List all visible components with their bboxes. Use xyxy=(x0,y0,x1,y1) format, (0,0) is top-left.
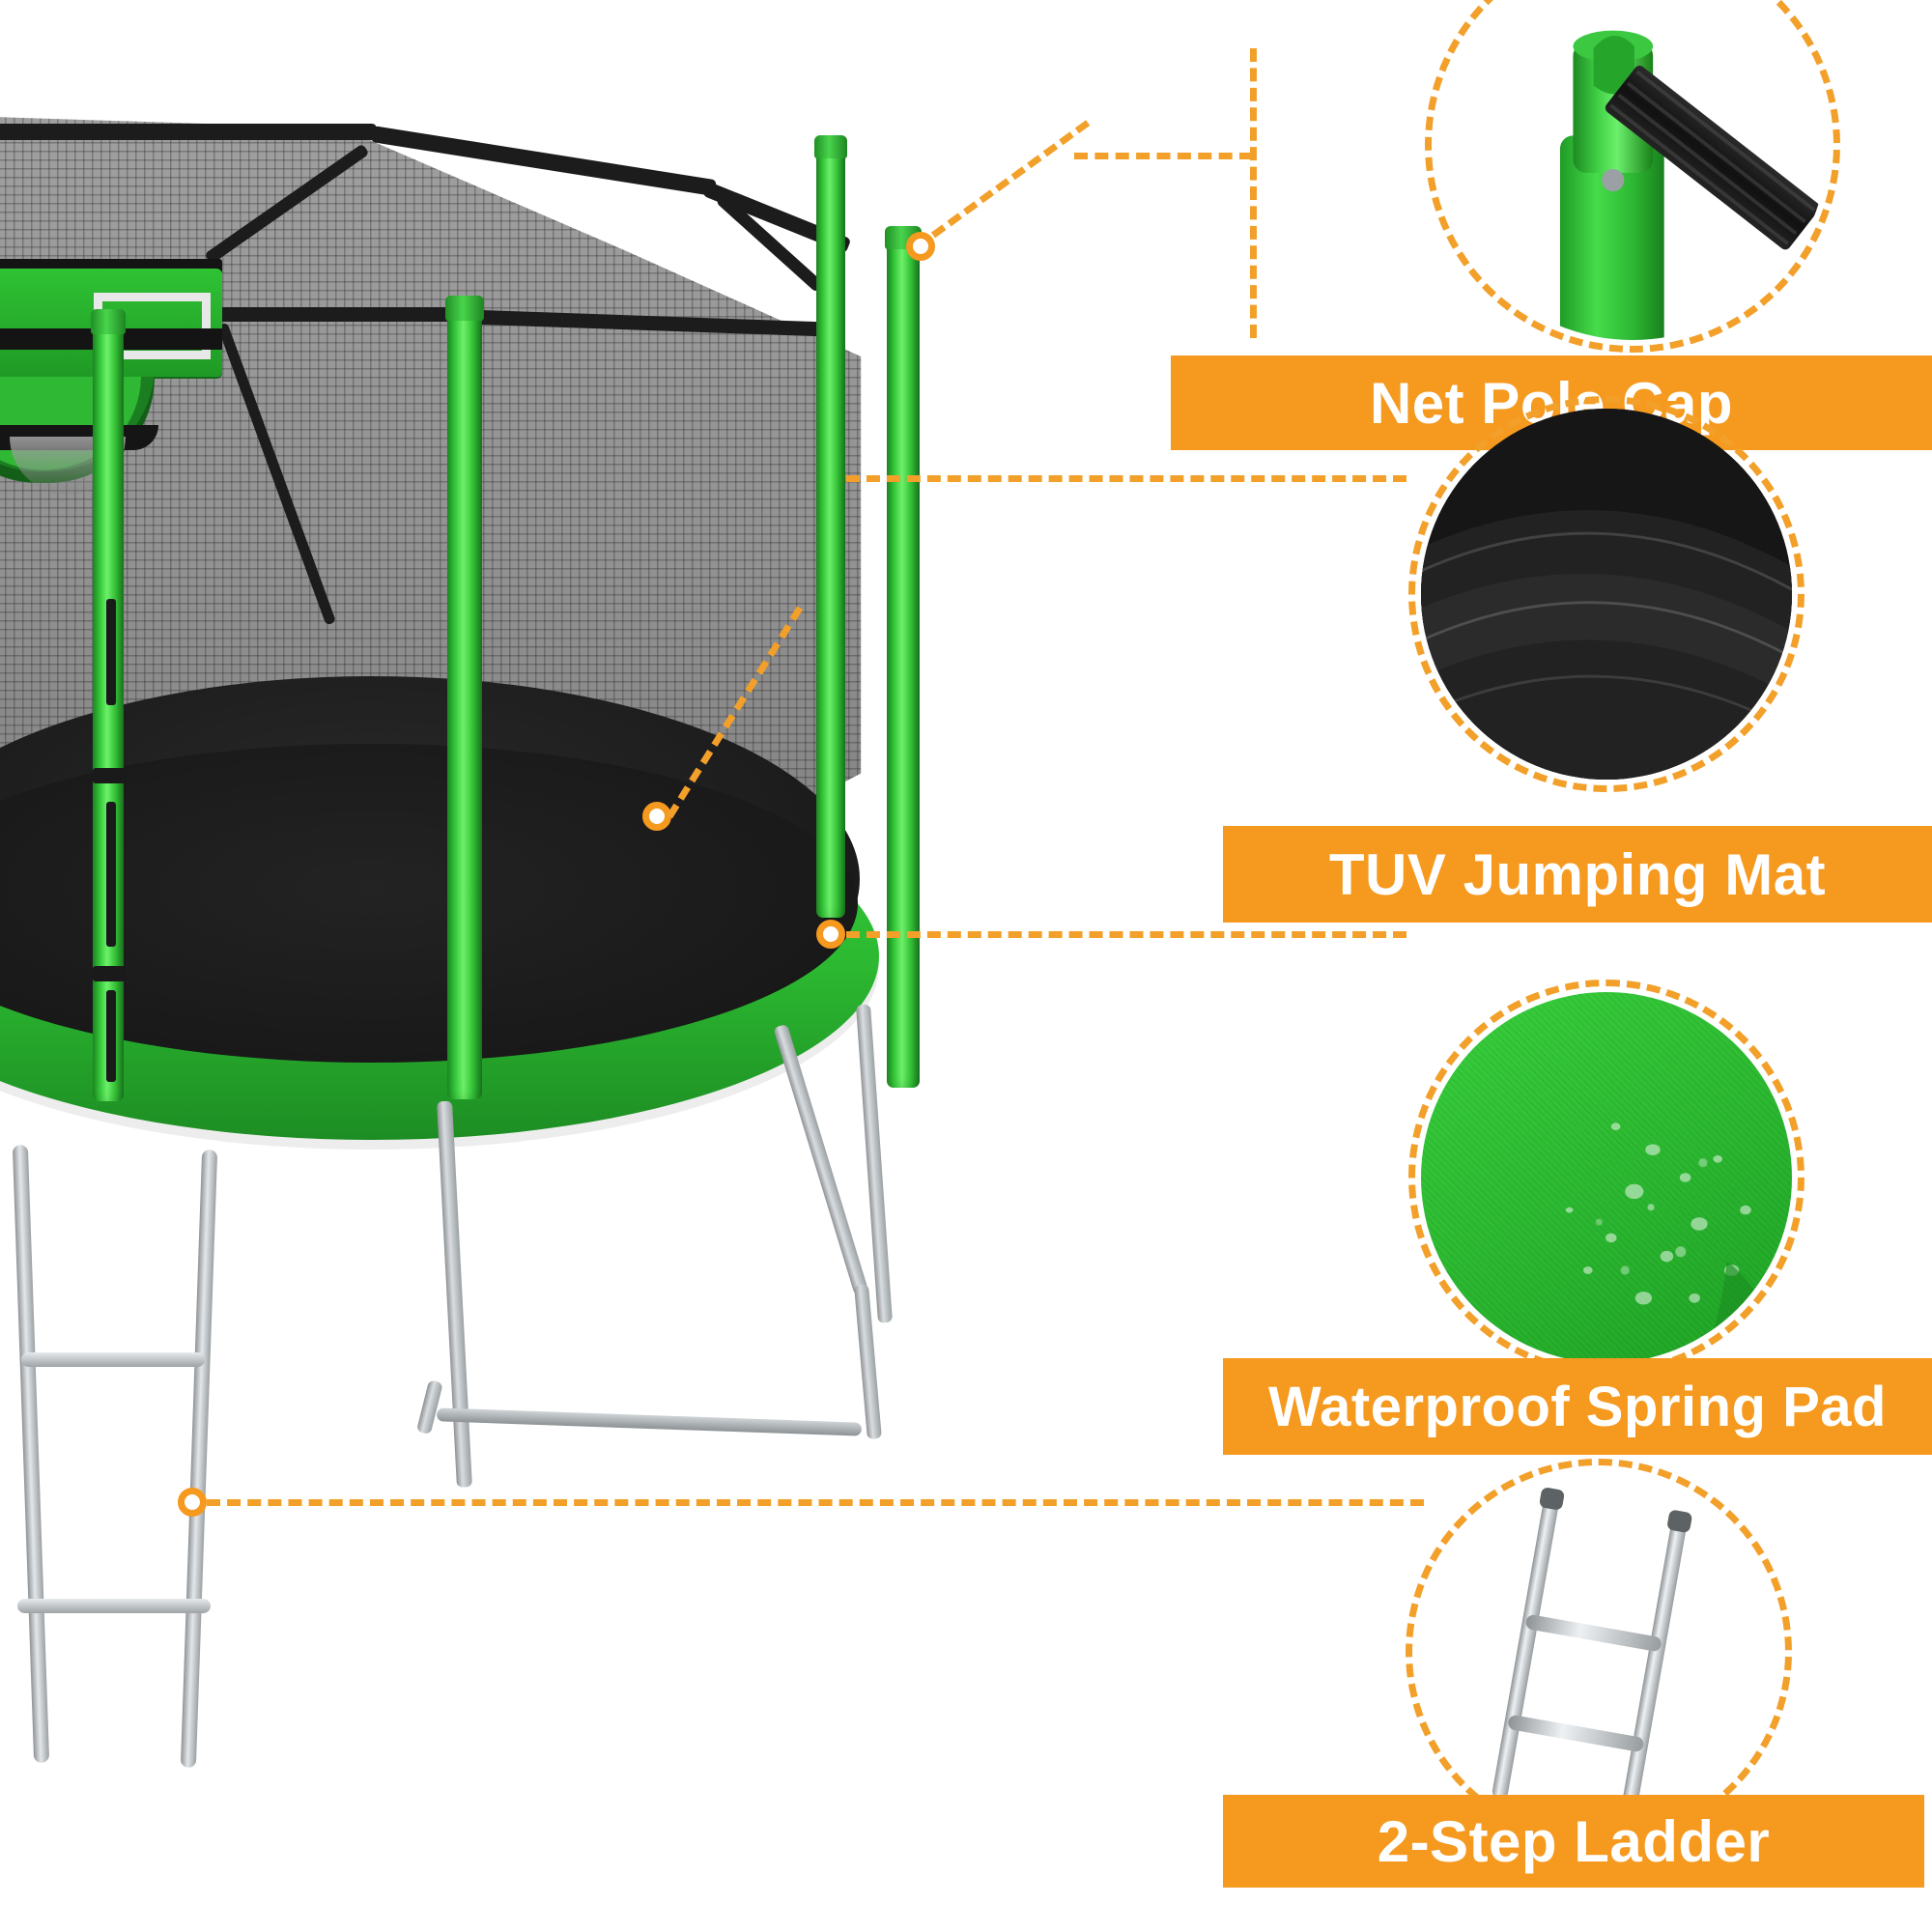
pole-strap-bottom xyxy=(106,990,116,1082)
net-pole-cap-right xyxy=(814,135,847,158)
callout-label-bar-net-pole-cap: Net Pole Cap xyxy=(1171,355,1932,450)
net-top-rail-left xyxy=(0,124,377,140)
jumping-mat xyxy=(0,744,858,1063)
leader-horizontal-jumping-mat xyxy=(846,475,1406,482)
frame-leg-foot-corner xyxy=(415,1379,443,1435)
frame-foot-bar xyxy=(436,1407,863,1436)
leader-vertical-net-pole-cap xyxy=(1250,48,1257,338)
pole-cap-photo xyxy=(1437,0,1828,340)
callout-label-ladder: 2-Step Ladder xyxy=(1377,1808,1771,1874)
pole-strap-upper xyxy=(106,599,116,705)
spring-pad-illustration xyxy=(1565,1122,1778,1363)
callout-label-bar-jumping-mat: TUV Jumping Mat xyxy=(1223,826,1932,923)
callout-label-spring-pad: Waterproof Spring Pad xyxy=(1268,1375,1887,1438)
ladder-step-2 xyxy=(17,1599,211,1613)
pole-strap-lower xyxy=(106,802,116,947)
pole-cap-illustration xyxy=(1559,30,1820,340)
net-pole-cap-left xyxy=(91,309,126,334)
trampoline-product-image xyxy=(0,116,922,1769)
callout-label-jumping-mat: TUV Jumping Mat xyxy=(1328,841,1827,907)
leader-horizontal-net-pole-cap xyxy=(1074,153,1253,159)
frame-leg-right-a xyxy=(773,1023,869,1296)
callout-dot-ladder xyxy=(178,1488,207,1517)
callout-dot-spring-pad xyxy=(816,920,845,949)
ladder-rail-left xyxy=(12,1144,50,1764)
callout-dot-jumping-mat xyxy=(642,802,671,831)
net-pole-right xyxy=(816,145,845,918)
leader-horizontal-spring-pad xyxy=(846,931,1406,938)
net-pole-center xyxy=(447,307,482,1099)
net-pole-cap-center xyxy=(445,296,484,321)
pole-buckle-lower xyxy=(93,966,126,981)
callout-circle-spring-pad xyxy=(1408,980,1804,1376)
ladder-step-1 xyxy=(21,1352,205,1367)
ladder-rail-right xyxy=(180,1149,218,1769)
callout-circle-jumping-mat xyxy=(1408,396,1804,792)
jumping-mat-illustration xyxy=(1421,409,1792,780)
callout-label-bar-spring-pad: Waterproof Spring Pad xyxy=(1223,1358,1932,1455)
jumping-mat-photo xyxy=(1421,409,1792,780)
frame-leg-center xyxy=(437,1100,472,1488)
callout-circle-net-pole-cap xyxy=(1425,0,1840,353)
pole-buckle-upper xyxy=(93,768,126,783)
callout-label-bar-ladder: 2-Step Ladder xyxy=(1223,1795,1924,1888)
callout-dot-net-pole-cap xyxy=(906,232,935,261)
ladder-illustration xyxy=(1492,1488,1692,1822)
spring-pad-photo xyxy=(1421,992,1792,1363)
callout-circle-ladder xyxy=(1406,1459,1792,1845)
ladder-photo xyxy=(1418,1471,1779,1833)
leader-horizontal-ladder xyxy=(207,1499,1424,1506)
net-pole-left xyxy=(93,319,124,1101)
net-pole-far-right xyxy=(887,238,920,1088)
